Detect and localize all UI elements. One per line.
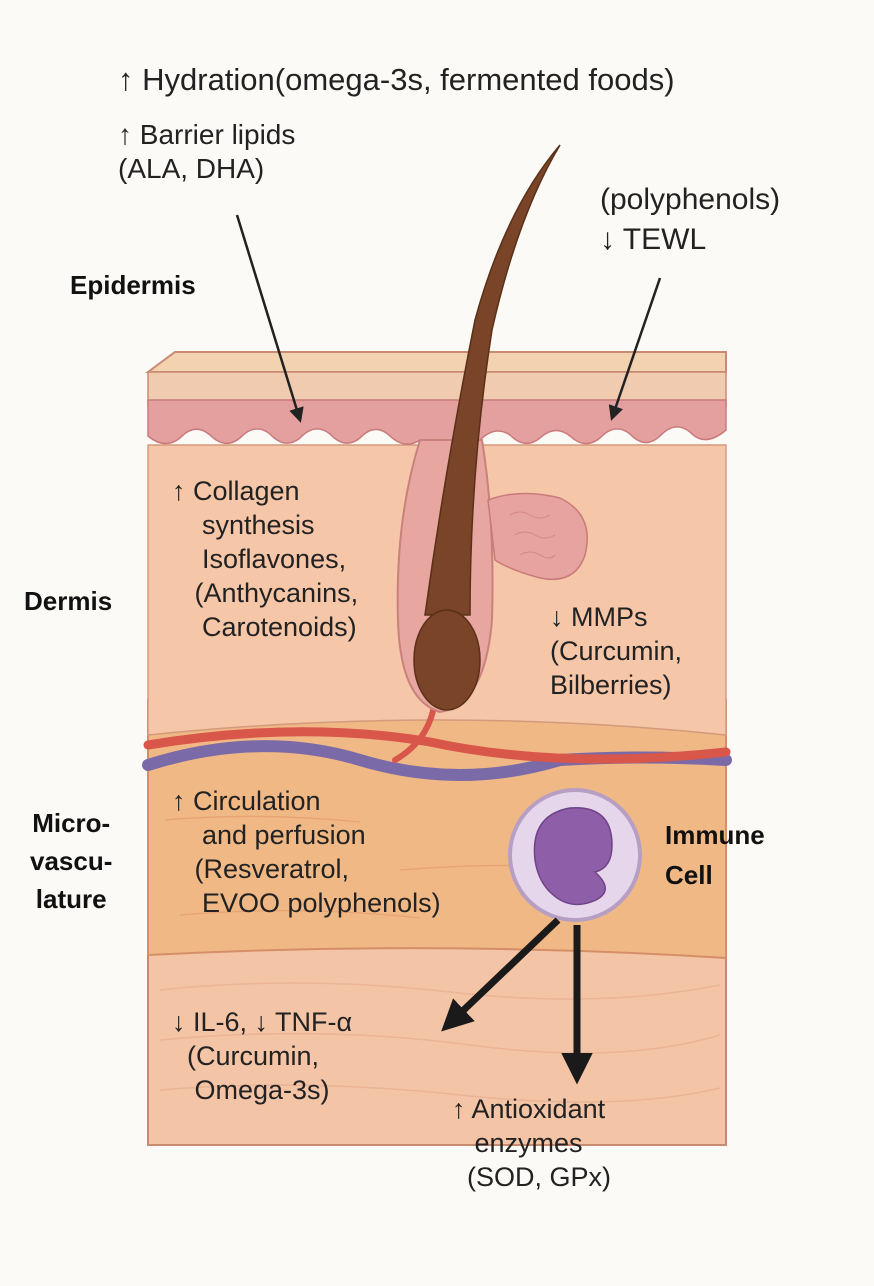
antioxidant-label: ↑ Antioxidant enzymes (SOD, GPx) bbox=[452, 1094, 612, 1192]
barrier-lipids-label: ↑ Barrier lipids (ALA, DHA) bbox=[118, 119, 296, 184]
lower-tissue-fibers bbox=[159, 982, 721, 1103]
epidermis-label: Epidermis bbox=[70, 270, 196, 300]
dermis-label: Dermis bbox=[24, 586, 113, 616]
polyphenols-tewl-label: (polyphenols) ↓ TEWL bbox=[600, 183, 781, 256]
collagen-label: ↑ Collagen synthesis Isoflavones, (Anthy… bbox=[172, 476, 359, 642]
gland-texture bbox=[509, 511, 556, 559]
barrier-arrow bbox=[235, 214, 304, 423]
immune-cell-label: Immune Cell bbox=[665, 820, 765, 890]
artery-vessel bbox=[143, 727, 731, 764]
tewl-arrow bbox=[608, 277, 662, 421]
hydration-label: ↑ Hydration(omega-3s, fermented foods) bbox=[118, 62, 675, 97]
immune-cell-nucleus bbox=[533, 807, 613, 906]
hair-shaft bbox=[424, 144, 561, 616]
epidermis-wavy-layer bbox=[147, 399, 727, 445]
epidermis-top-layer bbox=[144, 351, 727, 373]
hair-bulb bbox=[413, 609, 481, 711]
inflammation-arrow bbox=[441, 917, 561, 1032]
microvasculature-label: Micro- vascu- lature bbox=[30, 808, 113, 914]
inflammation-label: ↓ IL-6, ↓ TNF-α (Curcumin, Omega-3s) bbox=[172, 1007, 353, 1105]
circulation-label: ↑ Circulation and perfusion (Resveratrol… bbox=[172, 786, 441, 918]
mmps-label: ↓ MMPs (Curcumin, Bilberries) bbox=[550, 602, 683, 700]
